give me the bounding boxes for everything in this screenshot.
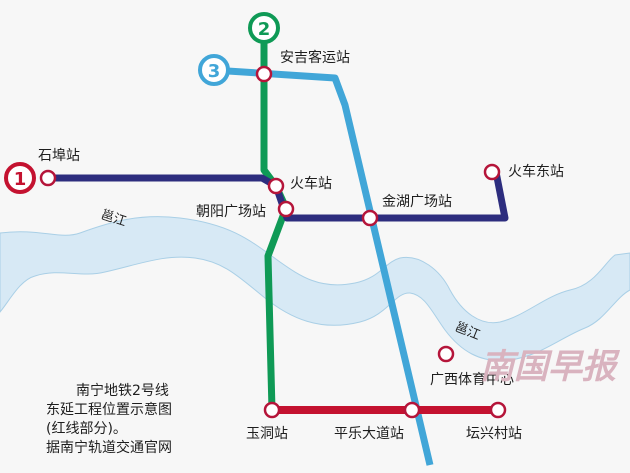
map-caption: 南宁地铁2号线 东延工程位置示意图 (红线部分)。 据南宁轨道交通官网 xyxy=(46,382,232,458)
station-yudong-label: 玉洞站 xyxy=(246,426,288,442)
station-guangxi-sports-marker[interactable] xyxy=(437,345,455,363)
station-anji-marker[interactable] xyxy=(255,65,273,83)
line-1-badge: 1 xyxy=(4,162,36,194)
station-shibu-label: 石埠站 xyxy=(38,147,80,164)
caption-line-2: 东延工程位置示意图 xyxy=(46,402,172,418)
station-jinhu-label: 金湖广场站 xyxy=(382,194,452,210)
svg-text:3: 3 xyxy=(208,61,221,82)
station-pingle-marker[interactable] xyxy=(403,401,421,419)
station-huoche-marker[interactable] xyxy=(267,177,285,195)
station-tanxing-marker[interactable] xyxy=(489,401,507,419)
station-yudong-marker[interactable] xyxy=(263,401,281,419)
station-jinhu-marker[interactable] xyxy=(361,209,379,227)
station-huoche-east-label: 火车东站 xyxy=(508,163,564,180)
station-tanxing-label: 坛兴村站 xyxy=(466,426,522,442)
station-huoche-east-marker[interactable] xyxy=(483,163,501,181)
station-chaoyang-label: 朝阳广场站 xyxy=(196,204,266,220)
line-3-badge: 3 xyxy=(198,54,230,86)
svg-text:2: 2 xyxy=(258,19,271,40)
river-yongjiang xyxy=(0,216,630,362)
metro-line-1 xyxy=(45,171,509,222)
newspaper-watermark: 南国早报 xyxy=(480,347,621,387)
metro-line-3 xyxy=(211,66,434,466)
station-shibu-marker[interactable] xyxy=(39,169,57,187)
station-guangxi-sports-label: 广西体育中心 xyxy=(430,372,514,388)
line-2-badge: 2 xyxy=(248,12,280,44)
metro-line-2 xyxy=(260,40,290,411)
caption-line-4: 据南宁轨道交通官网 xyxy=(46,440,172,456)
station-huoche-label: 火车站 xyxy=(290,175,332,192)
station-pingle-label: 平乐大道站 xyxy=(334,426,404,442)
station-chaoyang-marker[interactable] xyxy=(277,200,295,218)
station-anji-label: 安吉客运站 xyxy=(280,49,350,66)
svg-text:1: 1 xyxy=(14,169,27,190)
caption-line-3: (红线部分)。 xyxy=(46,421,127,437)
caption-line-1: 南宁地铁2号线 xyxy=(76,383,169,399)
